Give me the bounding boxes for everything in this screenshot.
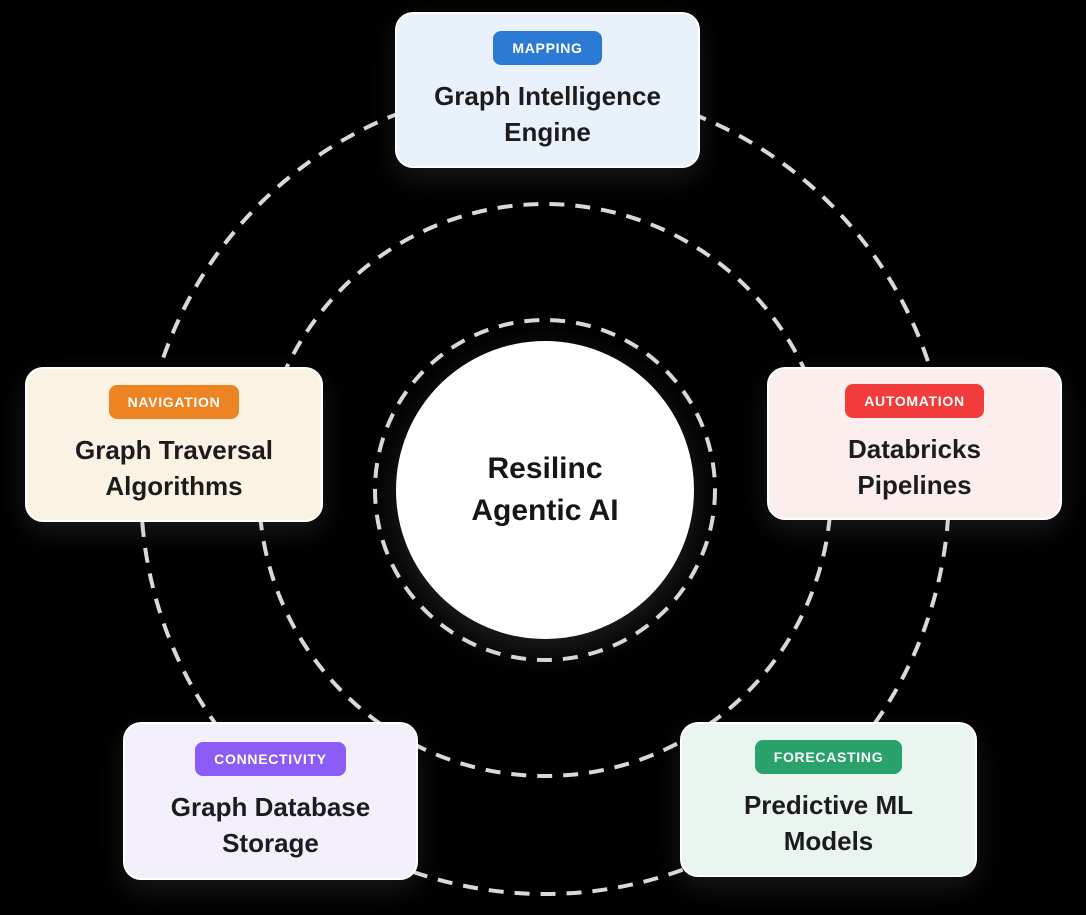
card-title: Graph Intelligence Engine xyxy=(434,78,661,150)
card-title-line: Graph Traversal xyxy=(75,435,273,465)
center-node-label-line: Resilinc xyxy=(487,452,603,485)
card-title: Graph Database Storage xyxy=(171,789,370,861)
center-node: Resilinc Agentic AI xyxy=(396,341,694,639)
card-title-line: Graph Intelligence xyxy=(434,80,661,111)
center-node-label-line: Agentic AI xyxy=(471,494,619,527)
card-forecasting: FORECASTING Predictive ML Models xyxy=(680,722,977,877)
card-connectivity: CONNECTIVITY Graph Database Storage xyxy=(123,722,418,880)
card-title: Databricks Pipelines xyxy=(848,431,981,503)
card-title-line: Databricks xyxy=(848,434,981,464)
card-automation: AUTOMATION Databricks Pipelines xyxy=(767,367,1062,520)
card-title-line: Engine xyxy=(504,116,591,147)
card-navigation: NAVIGATION Graph Traversal Algorithms xyxy=(25,367,323,522)
card-title-line: Models xyxy=(783,826,874,856)
connectivity-badge: CONNECTIVITY xyxy=(195,741,346,776)
mapping-badge: MAPPING xyxy=(493,30,602,65)
automation-badge: AUTOMATION xyxy=(845,384,984,418)
orbit-ring-inner xyxy=(373,318,717,662)
card-title-line: Pipelines xyxy=(857,470,972,500)
card-title-line: Storage xyxy=(222,827,319,858)
card-title: Predictive ML Models xyxy=(744,787,913,859)
card-title: Graph Traversal Algorithms xyxy=(75,432,273,504)
card-title-line: Graph Database xyxy=(170,791,371,822)
card-title-line: Predictive ML xyxy=(743,790,914,820)
card-title-line: Algorithms xyxy=(105,471,243,501)
card-mapping: MAPPING Graph Intelligence Engine xyxy=(395,12,700,168)
forecasting-badge: FORECASTING xyxy=(754,740,903,774)
navigation-badge: NAVIGATION xyxy=(108,385,240,419)
